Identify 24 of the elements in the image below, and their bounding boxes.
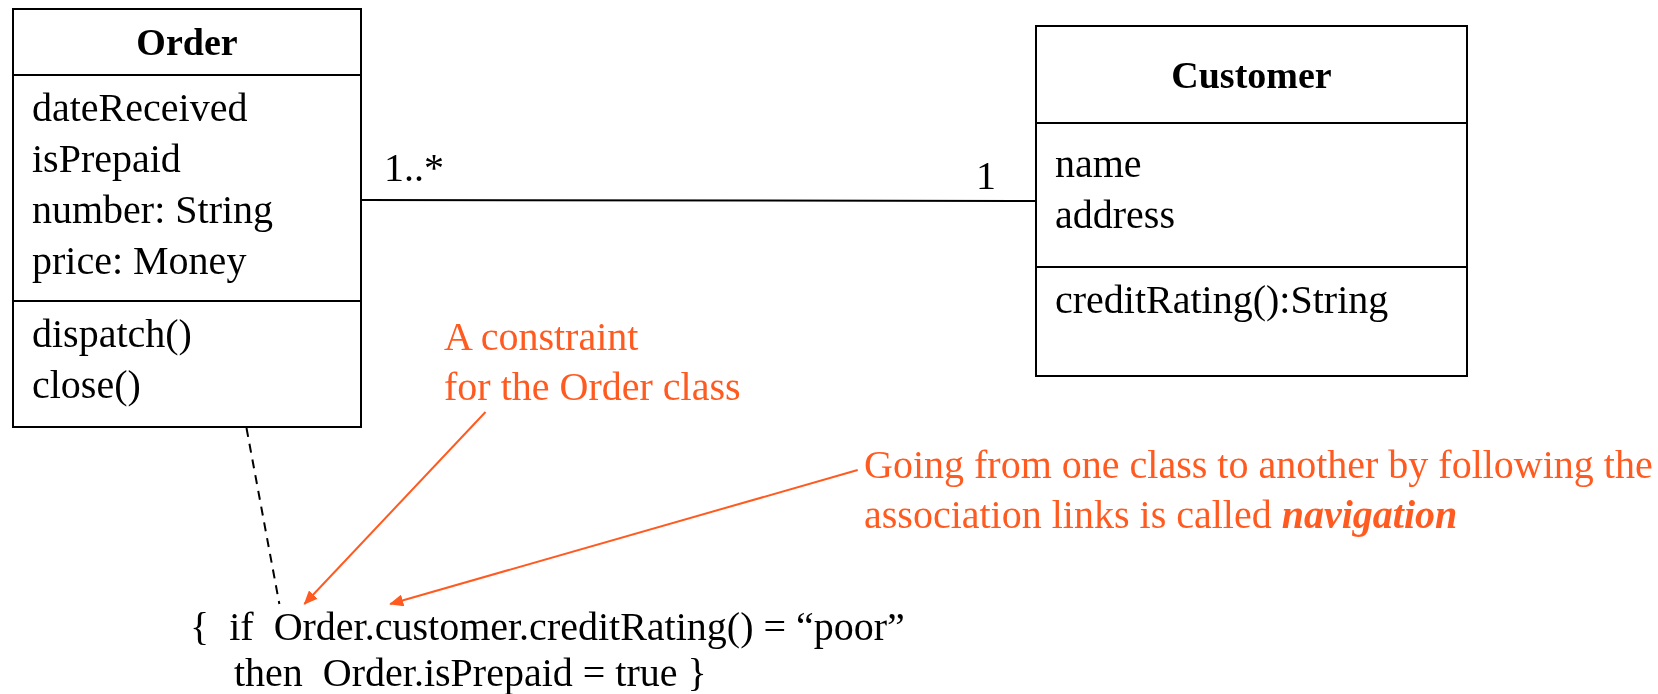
constraint-text: { if Order.customer.creditRating() = “poor” (190, 604, 905, 650)
arrow (303, 411, 487, 605)
attribute-text: name (1055, 140, 1143, 188)
annotation-text: Going from one class to another by following the association links is called navigation (864, 441, 1654, 539)
attribute-text: dateReceived (32, 84, 249, 132)
attribute-text: isPrepaid (32, 135, 182, 183)
attribute-text: number: String (32, 186, 275, 234)
attribute-text: price: Money (32, 237, 248, 285)
class-box (1035, 25, 1468, 377)
annotation-text: for the Order class (444, 363, 741, 411)
attribute-text: address (1055, 191, 1176, 239)
constraint-text: then Order.isPrepaid = true } (233, 650, 708, 694)
annotation-text: A constraint (444, 313, 640, 361)
association-line (361, 198, 1036, 202)
operation-text: dispatch() (32, 310, 193, 358)
multiplicity-label: 1 (976, 154, 996, 198)
operation-text: close() (32, 361, 142, 409)
operation-text: creditRating():String (1055, 276, 1390, 324)
arrow (389, 469, 859, 607)
class-name: Customer (1171, 52, 1332, 97)
class-name: Order (136, 20, 238, 64)
class-box (12, 8, 362, 428)
dashed-line (245, 427, 281, 605)
multiplicity-label: 1..* (384, 146, 444, 190)
